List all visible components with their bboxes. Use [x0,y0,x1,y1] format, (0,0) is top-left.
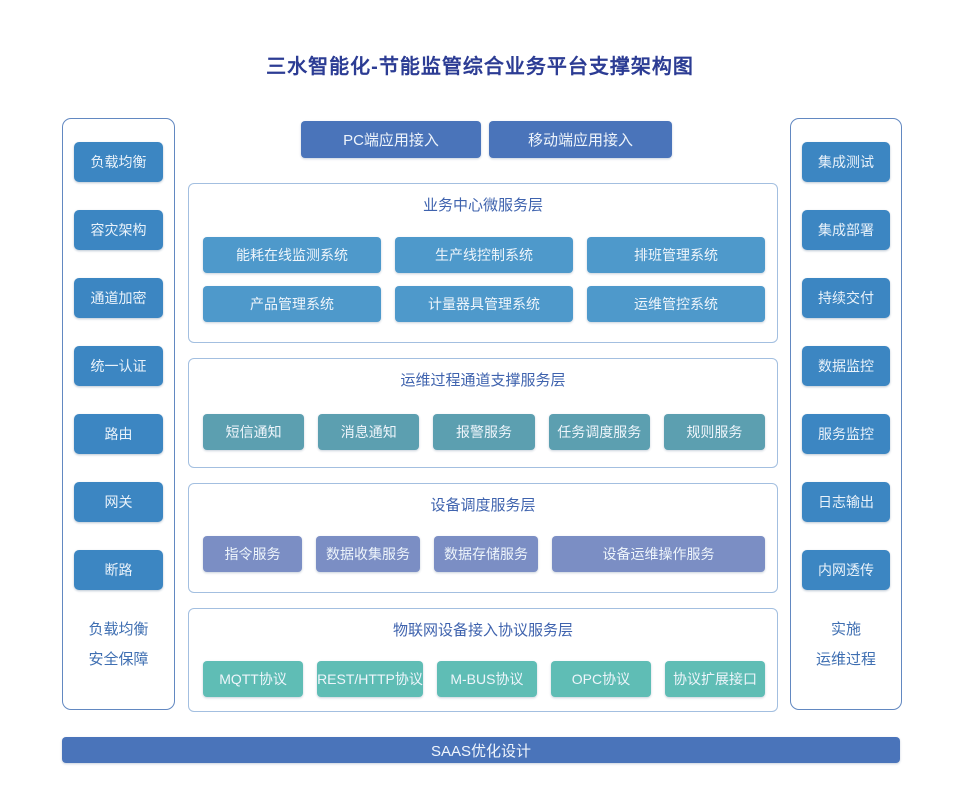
layer-row: 产品管理系统 计量器具管理系统 运维管控系统 [203,286,765,322]
left-panel-item-circuit-break: 断路 [74,550,163,590]
service-box-command-service: 指令服务 [203,536,303,572]
right-panel-item-integration-test: 集成测试 [802,142,890,182]
mobile-access-node: 移动端应用接入 [489,121,672,158]
right-panel-item-intranet-passthrough: 内网透传 [802,550,890,590]
service-box-device-om-operation: 设备运维操作服务 [552,536,765,572]
left-panel-item-disaster-recovery: 容灾架构 [74,210,163,250]
layer-title: 业务中心微服务层 [422,197,543,214]
right-panel-item-log-output: 日志输出 [802,482,890,522]
layer-om-channel-support: 运维过程通道支撑服务层 短信通知 消息通知 报警服务 任务调度服务 规则服务 [188,358,778,468]
service-box-sms-notify: 短信通知 [203,414,305,450]
layer-row: 能耗在线监测系统 生产线控制系统 排班管理系统 [203,237,765,273]
left-panel-item-load-balance: 负载均衡 [74,142,163,182]
right-panel-item-integration-deploy: 集成部署 [802,210,890,250]
protocol-box-rest-http: REST/HTTP协议 [317,661,423,697]
service-box-alarm-service: 报警服务 [433,414,535,450]
protocol-box-opc: OPC协议 [550,661,651,697]
service-box-energy-monitoring: 能耗在线监测系统 [203,237,381,273]
service-box-message-notify: 消息通知 [318,414,420,450]
layer-device-dispatch: 设备调度服务层 指令服务 数据收集服务 数据存储服务 设备运维操作服务 [188,483,778,593]
service-box-product-management: 产品管理系统 [203,286,381,322]
service-box-rule-service: 规则服务 [663,414,766,450]
saas-optimization-bar: SAAS优化设计 [62,737,900,763]
layer-iot-protocol: 物联网设备接入协议服务层 MQTT协议 REST/HTTP协议 M-BUS协议 … [188,608,778,712]
left-panel: 负载均衡 容灾架构 通道加密 统一认证 路由 网关 断路 负载均衡 安全保障 [62,118,175,710]
right-panel-caption: 实施 运维过程 [791,615,901,675]
right-panel-item-data-monitoring: 数据监控 [802,346,890,386]
left-panel-caption-line: 负载均衡 [88,621,149,638]
left-panel-item-routing: 路由 [74,414,163,454]
left-panel-item-channel-encryption: 通道加密 [74,278,163,318]
service-box-production-line-control: 生产线控制系统 [395,237,573,273]
service-box-data-collection: 数据收集服务 [316,536,421,572]
right-panel: 集成测试 集成部署 持续交付 数据监控 服务监控 日志输出 内网透传 实施 运维… [790,118,902,710]
layer-row: 短信通知 消息通知 报警服务 任务调度服务 规则服务 [203,414,766,450]
right-panel-item-service-monitoring: 服务监控 [802,414,890,454]
layer-business-microservices: 业务中心微服务层 能耗在线监测系统 生产线控制系统 排班管理系统 产品管理系统 … [188,183,778,343]
protocol-box-mbus: M-BUS协议 [436,661,537,697]
right-panel-item-continuous-delivery: 持续交付 [802,278,890,318]
service-box-task-scheduling: 任务调度服务 [548,414,650,450]
right-panel-caption-line: 实施 [830,621,861,638]
pc-access-node: PC端应用接入 [301,121,481,158]
service-box-data-storage: 数据存储服务 [434,536,539,572]
left-panel-caption: 负载均衡 安全保障 [63,615,174,675]
layer-row: MQTT协议 REST/HTTP协议 M-BUS协议 OPC协议 协议扩展接口 [203,661,766,697]
layer-title: 物联网设备接入协议服务层 [392,622,573,639]
protocol-box-extension-interface: 协议扩展接口 [664,661,766,697]
layer-row: 指令服务 数据收集服务 数据存储服务 设备运维操作服务 [203,536,765,572]
left-panel-item-gateway: 网关 [74,482,163,522]
left-panel-caption-line: 安全保障 [88,651,149,668]
service-box-metering-instrument-management: 计量器具管理系统 [395,286,573,322]
service-box-shift-management: 排班管理系统 [587,237,765,273]
service-box-om-control: 运维管控系统 [587,286,765,322]
protocol-box-mqtt: MQTT协议 [203,661,304,697]
left-panel-item-unified-auth: 统一认证 [74,346,163,386]
layer-title: 运维过程通道支撑服务层 [400,372,566,389]
layer-title: 设备调度服务层 [430,497,536,514]
right-panel-caption-line: 运维过程 [815,651,876,668]
diagram-title: 三水智能化-节能监管综合业务平台支撑架构图 [266,56,694,78]
